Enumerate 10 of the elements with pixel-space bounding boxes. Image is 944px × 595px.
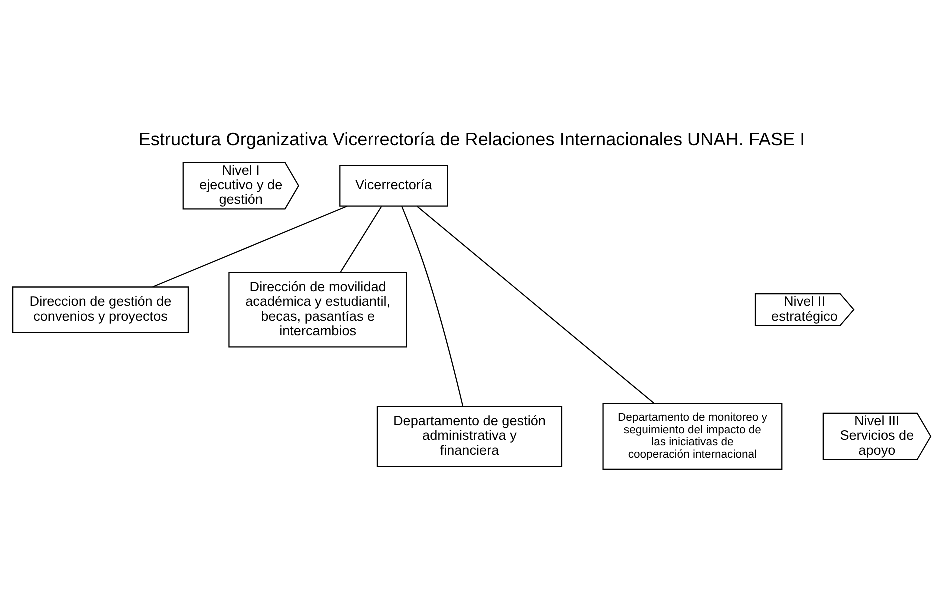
node-box: Departamento de monitoreo y seguimiento del impacto de las iniciativas de cooperación internacional — [602, 402, 783, 470]
connector — [417, 206, 655, 404]
connector — [152, 205, 348, 288]
node-box: Vicerrectoría — [340, 164, 448, 206]
node-box: Direccion de gestión de convenios y proyectos — [12, 286, 190, 333]
connector — [340, 206, 382, 272]
node-box: Dirección de movilidad académica y estudiantil, becas, pasantías e intercambios — [228, 271, 408, 348]
connector — [402, 206, 464, 406]
node-box: Departamento de gestión administrativa y financiera — [376, 406, 563, 467]
diagram-title: Estructura Organizativa Vicerrectoría de Relaciones Internacionales UNAH. FASE I — [138, 129, 806, 150]
